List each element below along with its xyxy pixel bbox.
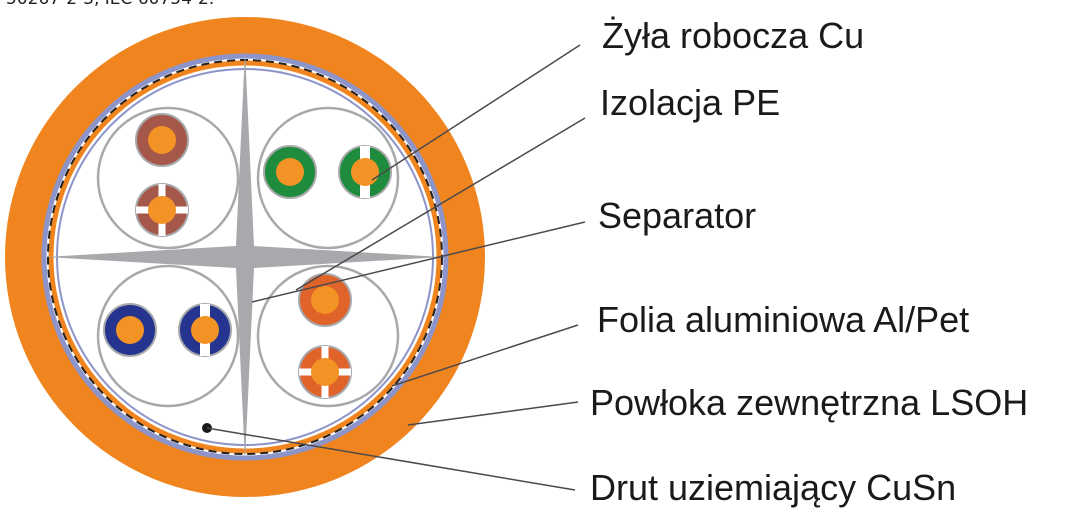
label-separator: Separator <box>598 195 756 236</box>
label-foil: Folia aluminiowa Al/Pet <box>597 299 969 340</box>
brown-conductor-core <box>148 126 176 154</box>
label-insulation: Izolacja PE <box>600 82 780 123</box>
label-conductor: Żyła robocza Cu <box>602 15 864 56</box>
pair-group-top-left <box>96 106 240 250</box>
separator-cross <box>45 50 442 462</box>
blue-conductor-core <box>116 316 144 344</box>
brown-striped-core <box>148 196 176 224</box>
pair-group-bottom-left <box>96 264 240 408</box>
orange-striped-core <box>311 358 339 386</box>
header-text: 50267-2-3, IEC 60754-2. <box>6 0 214 9</box>
green-conductor-core <box>276 158 304 186</box>
label-jacket: Powłoka zewnętrzna LSOH <box>590 382 1028 423</box>
leader-line-foil <box>391 324 579 387</box>
pair-group-bottom-right <box>256 264 400 408</box>
pair-group-top-right <box>256 106 400 250</box>
orange-conductor-core <box>311 286 339 314</box>
blue-striped-core <box>191 316 219 344</box>
leader-line-drain-wire <box>206 427 576 491</box>
green-striped-core <box>351 158 379 186</box>
leader-line-separator <box>251 221 586 303</box>
leader-line-insulation <box>295 117 586 291</box>
leader-line-jacket <box>407 401 579 426</box>
label-drain-wire: Drut uziemiający CuSn <box>590 467 956 508</box>
leader-line-conductor <box>371 44 581 181</box>
